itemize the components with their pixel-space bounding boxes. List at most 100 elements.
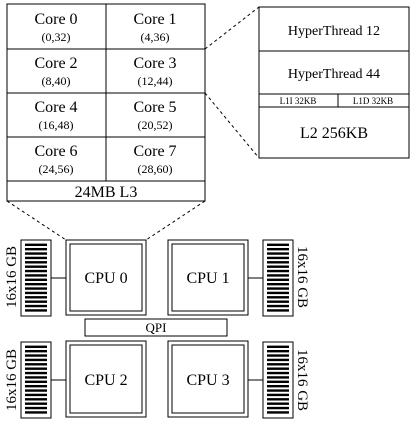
memory-dimm-stripe	[25, 252, 47, 255]
memory-dimm-stripe	[25, 358, 47, 362]
memory-label-cpu-2: 16x16 GB	[4, 349, 20, 411]
memory-links	[51, 277, 263, 381]
memory-dimm-stripe	[25, 300, 47, 303]
cpu-3-chip	[167, 340, 249, 418]
qpi-label: QPI	[146, 320, 167, 335]
memory-dimm-stripe	[267, 287, 289, 290]
memory-dimm-stripe	[25, 367, 47, 370]
memory-dimm-stripe	[267, 261, 289, 264]
memory-dimm-stripe	[267, 296, 289, 299]
memory-dimm-stripe	[25, 406, 47, 410]
core-label: Core 3	[133, 55, 176, 72]
memory-dimm-stripe	[267, 252, 289, 255]
cpu-0-label: CPU 0	[84, 270, 127, 287]
memory-dimm-stripe	[267, 380, 289, 384]
socket-detail	[6, 3, 206, 202]
core-threads: (28,60)	[138, 162, 173, 176]
socket-zoom-lines	[6, 200, 206, 241]
memory-dimm-stripe	[267, 256, 289, 260]
memory-dimm-stripe	[267, 371, 289, 375]
cpu-2-label: CPU 2	[84, 372, 127, 389]
memory-dimm-stripe	[267, 269, 289, 273]
core-7: Core 7 (28,60)	[133, 143, 176, 176]
cpu-3-label: CPU 3	[186, 372, 229, 389]
memory-dimm-stripe	[267, 309, 289, 312]
core-label: Core 6	[34, 143, 77, 160]
memory-dimm-stripe	[267, 300, 289, 303]
memory-dimm-stripe	[25, 384, 47, 388]
core-detail: HyperThread 12 HyperThread 44 L1I 32KB L…	[258, 6, 410, 159]
memory-dimm-stripe	[25, 265, 47, 268]
core-label: Core 5	[133, 99, 176, 116]
memory-dimm-stripe	[267, 384, 289, 388]
memory-dimm-stripe	[25, 256, 47, 260]
hyperthread-b-label: HyperThread 44	[288, 67, 380, 82]
memory-dimm-stripe	[267, 274, 289, 277]
memory-dimm-stripe	[25, 282, 47, 286]
core-threads: (4,36)	[141, 30, 170, 44]
memory-dimm-stripe	[267, 389, 289, 392]
core-3: Core 3 (12,44)	[133, 55, 176, 88]
memory-dimm-stripe	[267, 265, 289, 268]
cpu-2-chip	[65, 340, 147, 418]
cpu-1-label: CPU 1	[186, 270, 229, 287]
memory-dimm-stripe	[267, 247, 289, 251]
core-threads: (24,56)	[39, 162, 74, 176]
l1d-cache-label: L1D 32KB	[353, 96, 393, 106]
memory-dimm-stripe	[25, 261, 47, 264]
memory-dimm-stripe	[267, 304, 289, 308]
core-2: Core 2 (8,40)	[34, 55, 77, 88]
memory-dimm-stripe	[25, 363, 47, 366]
core-detail-frame	[258, 6, 410, 159]
core-label: Core 4	[34, 99, 77, 116]
memory-dimm-stripe	[267, 398, 289, 401]
qpi-bar	[84, 318, 228, 337]
memory-dimm-stripe	[25, 354, 47, 357]
memory-dimm-stripe	[25, 398, 47, 401]
memory-dimm-stripe	[267, 406, 289, 410]
memory-dimm-stripe	[267, 367, 289, 370]
memory-dimm-stripe	[25, 371, 47, 375]
memory-dimm-stripe	[25, 278, 47, 282]
memory-dimm-stripe	[25, 287, 47, 290]
memory-dimm-stripe	[267, 278, 289, 282]
memory-label-cpu-1: 16x16 GB	[294, 246, 310, 308]
core-threads: (20,52)	[138, 118, 173, 132]
memory-dimm-stripe	[267, 363, 289, 366]
core-0: Core 0 (0,32)	[34, 11, 77, 44]
core-4: Core 4 (16,48)	[34, 99, 77, 132]
l1i-cache-label: L1I 32KB	[280, 96, 317, 106]
memory-dimm-stripe	[25, 411, 47, 414]
memory-dimm-stripe	[267, 393, 289, 397]
memory-dimm-stripe	[25, 304, 47, 308]
memory-module-cpu-3	[262, 341, 294, 419]
core-1: Core 1 (4,36)	[133, 11, 176, 44]
memory-dimm-stripe	[25, 309, 47, 312]
memory-dimm-stripe	[25, 402, 47, 405]
memory-dimm-stripe	[267, 402, 289, 405]
memory-module-cpu-0	[20, 239, 52, 317]
memory-dimm-stripe	[267, 349, 289, 353]
memory-dimm-stripe	[267, 243, 289, 247]
memory-dimm-stripe	[267, 354, 289, 357]
memory-dimm-stripe	[25, 380, 47, 384]
memory-dimm-stripe	[25, 243, 47, 247]
core-5: Core 5 (20,52)	[133, 99, 176, 132]
l2-cache-label: L2 256KB	[300, 125, 368, 142]
memory-dimm-stripe	[267, 358, 289, 362]
memory-label-cpu-3: 16x16 GB	[294, 349, 310, 411]
memory-dimm-stripe	[25, 274, 47, 277]
core-label: Core 1	[133, 11, 176, 28]
core-label: Core 0	[34, 11, 77, 28]
memory-dimm-stripe	[25, 269, 47, 273]
core-label: Core 7	[133, 143, 176, 160]
memory-dimm-stripe	[25, 389, 47, 392]
memory-dimm-stripe	[267, 282, 289, 286]
memory-module-cpu-1	[262, 239, 294, 317]
memory-dimm-stripe	[25, 393, 47, 397]
core-label: Core 2	[34, 55, 77, 72]
core-6: Core 6 (24,56)	[34, 143, 77, 176]
memory-dimm-stripe	[25, 376, 47, 379]
memory-dimm-stripe	[25, 349, 47, 353]
